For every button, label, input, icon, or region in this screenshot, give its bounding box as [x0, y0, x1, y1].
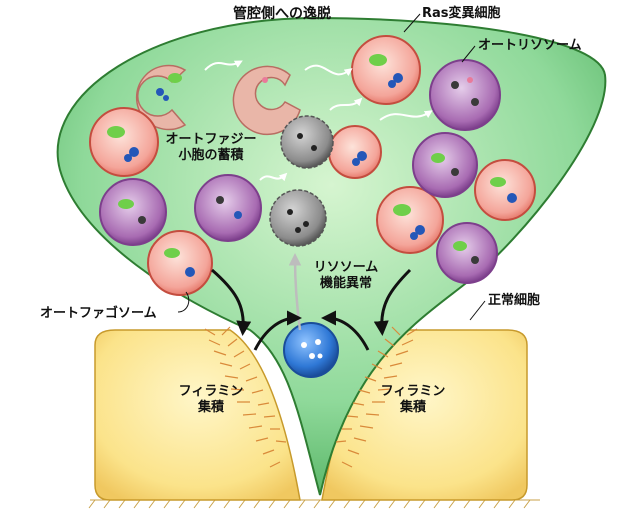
- autolysosome: [412, 132, 478, 198]
- autophagic-vesicle-gray: [269, 189, 327, 247]
- filamin-left-label: フィラミン 集積: [166, 384, 256, 416]
- normal-cell-left: [94, 329, 301, 501]
- basement-hatch: [88, 499, 540, 509]
- autophagosome-label: オートファゴソーム: [40, 306, 157, 321]
- luminal-extrusion-label: 管腔側への逸脱: [233, 6, 331, 22]
- autolysosome: [194, 174, 262, 242]
- autophagic-vesicle-gray: [280, 115, 334, 169]
- autophagosome: [376, 186, 444, 254]
- ras-mutant-cell: [56, 16, 607, 496]
- black-arrows: [211, 268, 412, 351]
- lysosome-dysfunction-label-line2: 機能異常: [319, 276, 372, 291]
- lysosome-dysfunction-label-line1: リソソーム: [313, 260, 379, 275]
- autophagy-vesicle-label-line1: オートファジー: [165, 132, 257, 147]
- filamin-right-fringe: [335, 326, 418, 468]
- filamin-left-label-line1: フィラミン: [178, 384, 244, 399]
- autolysosome: [99, 178, 167, 246]
- lysosome-dysfunction-label: リソソーム 機能異常: [296, 260, 396, 292]
- autolysosome: [436, 222, 498, 284]
- autolysosome: [429, 59, 501, 131]
- ras-mutant-cell-label: Ras変異細胞: [422, 6, 501, 21]
- filamin-right-label-line2: 集積: [399, 400, 426, 415]
- autophagosome: [351, 35, 421, 105]
- leader-lines: [177, 13, 486, 321]
- autophagosome: [147, 230, 213, 296]
- flow-arrows-white: [204, 60, 433, 182]
- autolysosome-label: オートリソソーム: [478, 38, 582, 53]
- filamin-right-label-line1: フィラミン: [380, 384, 446, 399]
- autophagy-vesicle-label-line2: 小胞の蓄積: [178, 148, 244, 163]
- autophagosome: [474, 159, 536, 221]
- autophagosome: [328, 125, 382, 179]
- normal-cell-label: 正常細胞: [488, 293, 541, 308]
- filamin-left-label-line2: 集積: [197, 400, 224, 415]
- forming-autophagosome: [135, 64, 187, 131]
- autophagy-vesicle-label: オートファジー 小胞の蓄積: [156, 132, 266, 164]
- lysosome: [283, 322, 339, 378]
- filamin-right-label: フィラミン 集積: [368, 384, 458, 416]
- autophagosome: [89, 107, 159, 177]
- filamin-left-fringe: [204, 326, 287, 468]
